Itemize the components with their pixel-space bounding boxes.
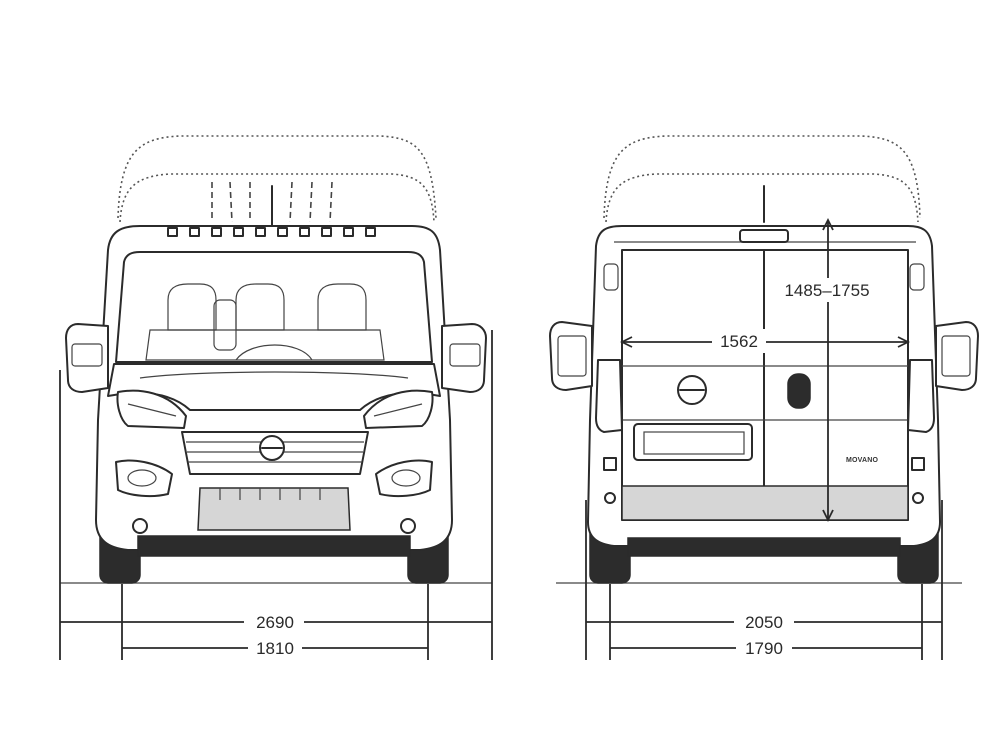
front-left-mirror bbox=[65, 323, 109, 393]
rear-cargo-width-value: 1562 bbox=[720, 332, 758, 351]
front-right-mirror bbox=[441, 323, 487, 393]
front-track-width-value: 1810 bbox=[256, 639, 294, 658]
front-left-foglight bbox=[115, 459, 173, 498]
rear-lower-bumper bbox=[627, 537, 901, 557]
rear-door-handle bbox=[787, 373, 811, 409]
front-right-foglight bbox=[375, 459, 433, 498]
rear-licence-plate bbox=[633, 423, 753, 461]
rear-body-width-value: 2050 bbox=[745, 613, 783, 632]
rear-left-taillight bbox=[595, 359, 623, 433]
front-overall-width-value: 2690 bbox=[256, 613, 294, 632]
front-bumper bbox=[197, 487, 351, 531]
front-roof-lights bbox=[167, 227, 376, 237]
rear-right-taillight bbox=[907, 359, 935, 433]
rear-left-mirror bbox=[549, 321, 593, 391]
front-view: 2690 1810 bbox=[59, 135, 493, 660]
front-lower-bumper bbox=[137, 535, 411, 557]
front-seats bbox=[145, 283, 385, 361]
front-windshield bbox=[115, 251, 433, 363]
rear-brake-light bbox=[739, 229, 789, 243]
front-high-roof-outline bbox=[117, 135, 437, 219]
rear-high-roof-outline bbox=[603, 135, 921, 219]
front-mid-roof-outline bbox=[119, 173, 435, 223]
rear-cargo-height-value: 1485–1755 bbox=[784, 281, 869, 300]
rear-mid-roof-outline bbox=[605, 173, 919, 223]
rear-model-badge: MOVANO bbox=[846, 457, 879, 464]
rear-track-width-value: 1790 bbox=[745, 639, 783, 658]
front-roof-dashes bbox=[211, 181, 333, 223]
rear-bumper bbox=[621, 485, 909, 521]
rear-right-mirror bbox=[935, 321, 979, 391]
rear-view: MOVANO 1485–1755 1562 bbox=[549, 135, 979, 660]
